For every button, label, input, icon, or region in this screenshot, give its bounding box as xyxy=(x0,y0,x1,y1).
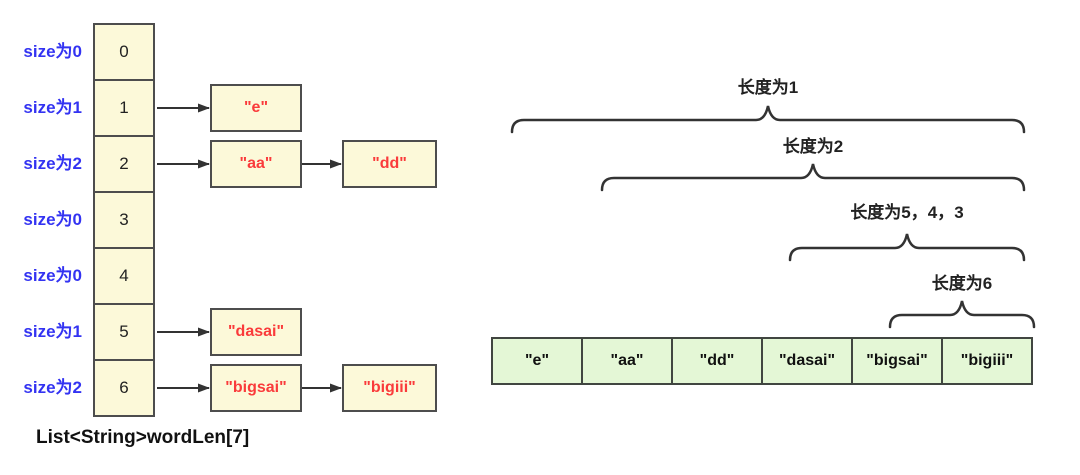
size-label: size为1 xyxy=(23,322,82,341)
sorted-cell: "bigiii" xyxy=(941,337,1033,385)
size-label: size为0 xyxy=(23,210,82,229)
bucket-cell: 1 xyxy=(95,81,153,137)
bucket-cell: 5 xyxy=(95,305,153,361)
size-label: size为0 xyxy=(23,266,82,285)
bucket-cell: 6 xyxy=(119,378,129,397)
brace-bracket xyxy=(888,300,1036,329)
sorted-cell: "aa" xyxy=(581,337,673,385)
brace-bracket xyxy=(600,163,1026,192)
bucket-cell: 3 xyxy=(95,193,153,249)
brace-bracket xyxy=(510,105,1026,134)
brace-label: 长度为2 xyxy=(782,137,844,156)
string-node: "aa" xyxy=(210,140,302,188)
string-node: "dasai" xyxy=(210,308,302,356)
bucket-cell: 2 xyxy=(95,137,153,193)
size-label: size为0 xyxy=(23,42,82,61)
brace-label: 长度为6 xyxy=(931,274,993,293)
brace-bracket xyxy=(788,233,1026,262)
string-node: "dd" xyxy=(342,140,437,188)
sorted-array: "e""aa""dd""dasai""bigsai""bigiii" xyxy=(491,337,1033,385)
bucket-cell: 4 xyxy=(95,249,153,305)
sorted-cell: "bigsai" xyxy=(851,337,943,385)
string-node: "bigsai" xyxy=(210,364,302,412)
brace-label: 长度为5，4，3 xyxy=(850,203,964,222)
sorted-cell: "dasai" xyxy=(761,337,853,385)
array-declaration-caption: List<String>wordLen[7] xyxy=(36,427,250,448)
string-node: "e" xyxy=(210,84,302,132)
size-label: size为2 xyxy=(23,154,82,173)
sorted-cell: "dd" xyxy=(671,337,763,385)
bucket-cell: 0 xyxy=(95,25,153,81)
size-label: size为2 xyxy=(23,378,82,397)
sorted-cell: "e" xyxy=(491,337,583,385)
size-label: size为1 xyxy=(23,98,82,117)
string-node: "bigiii" xyxy=(342,364,437,412)
brace-label: 长度为1 xyxy=(737,78,799,97)
